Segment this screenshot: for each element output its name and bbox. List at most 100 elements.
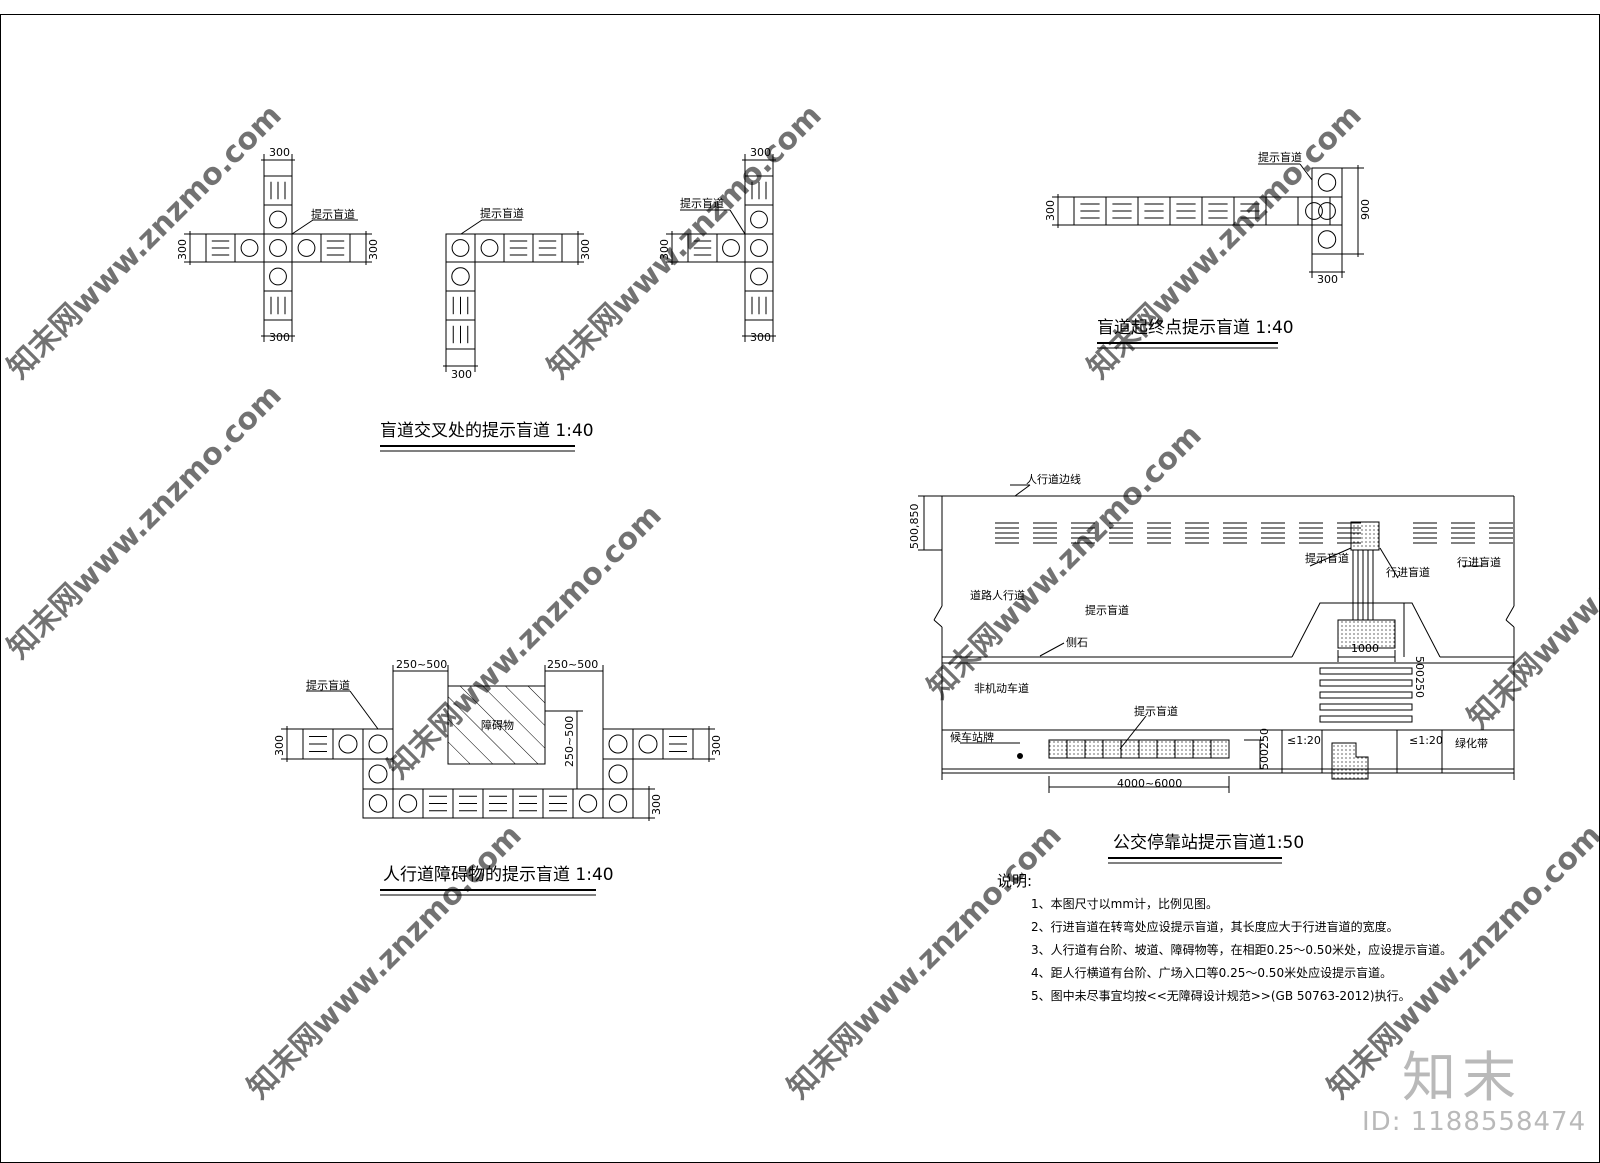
svg-text:250~500: 250~500 bbox=[396, 658, 447, 671]
tile-dot-symbol bbox=[608, 764, 628, 784]
bus-guide-stripes bbox=[995, 522, 1513, 758]
svg-text:500250: 500250 bbox=[1258, 728, 1271, 770]
endpoint-title: 盲道起终点提示盲道 1:40 bbox=[1097, 318, 1294, 338]
bus-stop-text: 人行道边线 道路人行道 提示盲道 提示盲道 行进盲道 行进盲道 侧石 非机动车道… bbox=[908, 472, 1501, 790]
svg-text:知末网www.znzmo.com: 知末网www.znzmo.com bbox=[1, 98, 289, 386]
svg-text:900: 900 bbox=[1359, 199, 1372, 220]
obstacle-detail bbox=[281, 665, 715, 821]
cross-junction-detail bbox=[184, 154, 776, 372]
svg-text:500250: 500250 bbox=[1413, 656, 1426, 698]
tile-dot-symbol bbox=[750, 239, 768, 257]
svg-text:1000: 1000 bbox=[1351, 642, 1379, 655]
svg-text:300: 300 bbox=[650, 794, 663, 815]
svg-text:≤1:20: ≤1:20 bbox=[1409, 734, 1443, 747]
svg-text:道路人行道: 道路人行道 bbox=[970, 588, 1025, 602]
note-item: 3、人行道有台阶、坡道、障碍物等，在相距0.25～0.50米处，应设提示盲道。 bbox=[1031, 943, 1453, 957]
svg-text:提示盲道: 提示盲道 bbox=[1258, 150, 1302, 164]
svg-text:提示盲道: 提示盲道 bbox=[1305, 551, 1349, 565]
endpoint-detail bbox=[1052, 163, 1364, 278]
corner-junction-tiles bbox=[445, 233, 563, 350]
obstacle-block bbox=[447, 685, 546, 765]
tile-dot-symbol bbox=[1317, 230, 1337, 249]
tile-dot-symbol bbox=[368, 734, 388, 754]
svg-text:知末网www.znzmo.com: 知末网www.znzmo.com bbox=[241, 818, 529, 1106]
svg-text:300: 300 bbox=[710, 735, 723, 756]
tile-dot-symbol bbox=[368, 764, 388, 784]
tile-dot-symbol bbox=[398, 794, 418, 813]
leader-line bbox=[460, 219, 483, 235]
svg-text:提示盲道: 提示盲道 bbox=[680, 196, 724, 210]
svg-text:300: 300 bbox=[1317, 273, 1338, 286]
svg-text:300: 300 bbox=[750, 146, 771, 159]
tile-dot-symbol bbox=[368, 794, 388, 813]
tile-dot-symbol bbox=[269, 267, 287, 286]
tile-dot-symbol bbox=[750, 210, 768, 229]
note-item: 2、行进盲道在转弯处应设提示盲道，其长度应大于行进盲道的宽度。 bbox=[1031, 920, 1399, 934]
svg-text:行进盲道: 行进盲道 bbox=[1457, 555, 1501, 569]
svg-text:500,850: 500,850 bbox=[908, 504, 921, 550]
endpoint-dim-text: 300 900 300 提示盲道 bbox=[1044, 150, 1372, 286]
cross-title: 盲道交叉处的提示盲道 1:40 bbox=[380, 421, 594, 441]
svg-text:300: 300 bbox=[269, 146, 290, 159]
bus-stop-detail bbox=[918, 484, 1515, 793]
brand-id: ID: 1188558474 bbox=[1362, 1107, 1587, 1137]
svg-text:300: 300 bbox=[367, 239, 380, 260]
tile-dot-symbol bbox=[269, 210, 287, 229]
tile-dot-symbol bbox=[1305, 202, 1323, 220]
notes-block: 说明: 1、本图尺寸以mm计，比例见图。 2、行进盲道在转弯处应设提示盲道，其长… bbox=[997, 870, 1483, 1008]
svg-text:250~500: 250~500 bbox=[547, 658, 598, 671]
tile-dot-symbol bbox=[1317, 173, 1337, 192]
svg-text:300: 300 bbox=[269, 331, 290, 344]
svg-text:行进盲道: 行进盲道 bbox=[1386, 565, 1430, 579]
tile-dot-symbol bbox=[451, 239, 470, 257]
tile-dot-symbol bbox=[240, 239, 259, 257]
plus-junction-tiles bbox=[205, 175, 351, 321]
svg-text:300: 300 bbox=[1044, 200, 1057, 221]
tile-dot-symbol bbox=[338, 734, 358, 754]
tile-dot-symbol bbox=[451, 267, 470, 286]
bus-sign-marker bbox=[1017, 753, 1023, 759]
tile-dot-symbol bbox=[722, 239, 740, 257]
brand-logo: 知末 bbox=[1402, 1046, 1522, 1109]
tile-dot-symbol bbox=[480, 239, 499, 257]
svg-text:提示盲道: 提示盲道 bbox=[306, 678, 350, 692]
tile-dot-symbol bbox=[638, 734, 658, 754]
note-item: 1、本图尺寸以mm计，比例见图。 bbox=[1031, 897, 1219, 911]
svg-text:300: 300 bbox=[658, 239, 671, 260]
svg-text:300: 300 bbox=[176, 239, 189, 260]
tile-dot-symbol bbox=[578, 794, 598, 813]
svg-text:知末网www.znzmo.com: 知末网www.znzmo.com bbox=[1, 378, 289, 666]
svg-text:人行道边线: 人行道边线 bbox=[1026, 472, 1081, 486]
obstacle-title: 人行道障碍物的提示盲道 1:40 bbox=[383, 865, 614, 885]
cross-dimension-lines bbox=[184, 154, 776, 372]
t-junction-tiles bbox=[687, 175, 774, 321]
leader-line bbox=[291, 219, 314, 235]
svg-text:300: 300 bbox=[273, 735, 286, 756]
svg-text:非机动车道: 非机动车道 bbox=[974, 681, 1029, 695]
tile-dot-symbol bbox=[1318, 202, 1336, 220]
svg-text:绿化带: 绿化带 bbox=[1455, 736, 1488, 750]
svg-text:知末网www.znzmo.com: 知末网www.znzmo.com bbox=[1461, 448, 1600, 736]
svg-text:300: 300 bbox=[579, 239, 592, 260]
notes-heading: 说明: bbox=[997, 872, 1033, 890]
note-item: 4、距人行横道有台阶、广场入口等0.25～0.50米处应设提示盲道。 bbox=[1031, 966, 1393, 980]
tile-dot-symbol bbox=[297, 239, 316, 257]
svg-text:提示盲道: 提示盲道 bbox=[480, 206, 524, 220]
tile-symbols bbox=[211, 173, 1337, 813]
svg-text:4000~6000: 4000~6000 bbox=[1117, 777, 1182, 790]
tile-dot-symbol bbox=[269, 239, 287, 257]
tile-dot-symbol bbox=[608, 734, 628, 754]
note-item: 5、图中未尽事宜均按<<无障碍设计规范>>(GB 50763-2012)执行。 bbox=[1031, 989, 1411, 1003]
tile-dot-symbol bbox=[608, 794, 628, 813]
svg-text:提示盲道: 提示盲道 bbox=[1085, 603, 1129, 617]
svg-text:≤1:20: ≤1:20 bbox=[1287, 734, 1321, 747]
obstacle-label: 障碍物 bbox=[481, 718, 514, 732]
bus-title: 公交停靠站提示盲道1:50 bbox=[1113, 833, 1304, 853]
tile-dot-symbol bbox=[750, 267, 768, 286]
svg-text:300: 300 bbox=[451, 368, 472, 381]
svg-text:提示盲道: 提示盲道 bbox=[1134, 704, 1178, 718]
obstacle-dim-text: 250~500 250~500 250~500 300 300 300 提示盲道… bbox=[273, 658, 723, 815]
svg-text:300: 300 bbox=[750, 331, 771, 344]
svg-text:候车站牌: 候车站牌 bbox=[950, 730, 994, 744]
